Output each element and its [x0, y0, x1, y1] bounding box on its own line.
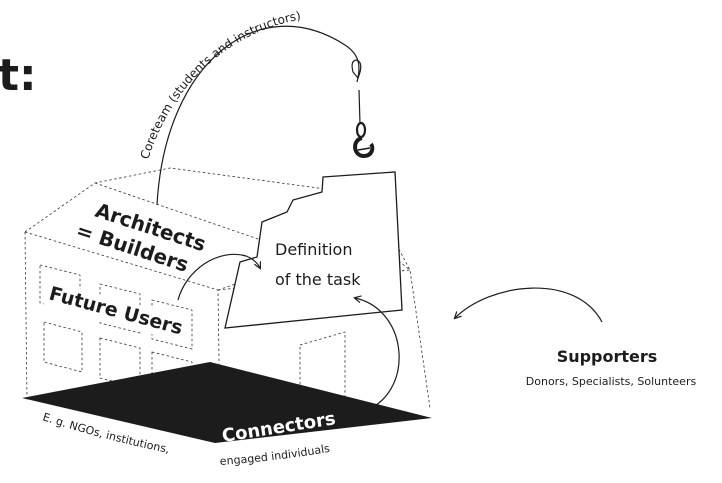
crane-hook-icon: [353, 121, 375, 159]
connectors-examples-part2: engaged individuals: [219, 442, 331, 468]
supporters-title: Supporters: [557, 347, 658, 366]
crane-rope: [156, 25, 360, 206]
arrow-connectors-to-task: [355, 298, 400, 413]
task-line2: of the task: [275, 270, 361, 289]
hook-cable: [358, 89, 361, 125]
arrow-builders-to-task: [177, 253, 260, 301]
heading-fragment: t:: [0, 50, 37, 101]
crane-label: Coreteam (students and instructors): [138, 9, 302, 161]
ground-slab: [22, 362, 432, 443]
supporters-subtitle: Donors, Specialists, Solunteers: [526, 375, 697, 388]
task-panel: [224, 171, 403, 329]
rope-knot: [351, 59, 362, 80]
arrow-supporters: [455, 287, 603, 323]
task-line1: Definition: [275, 240, 352, 259]
